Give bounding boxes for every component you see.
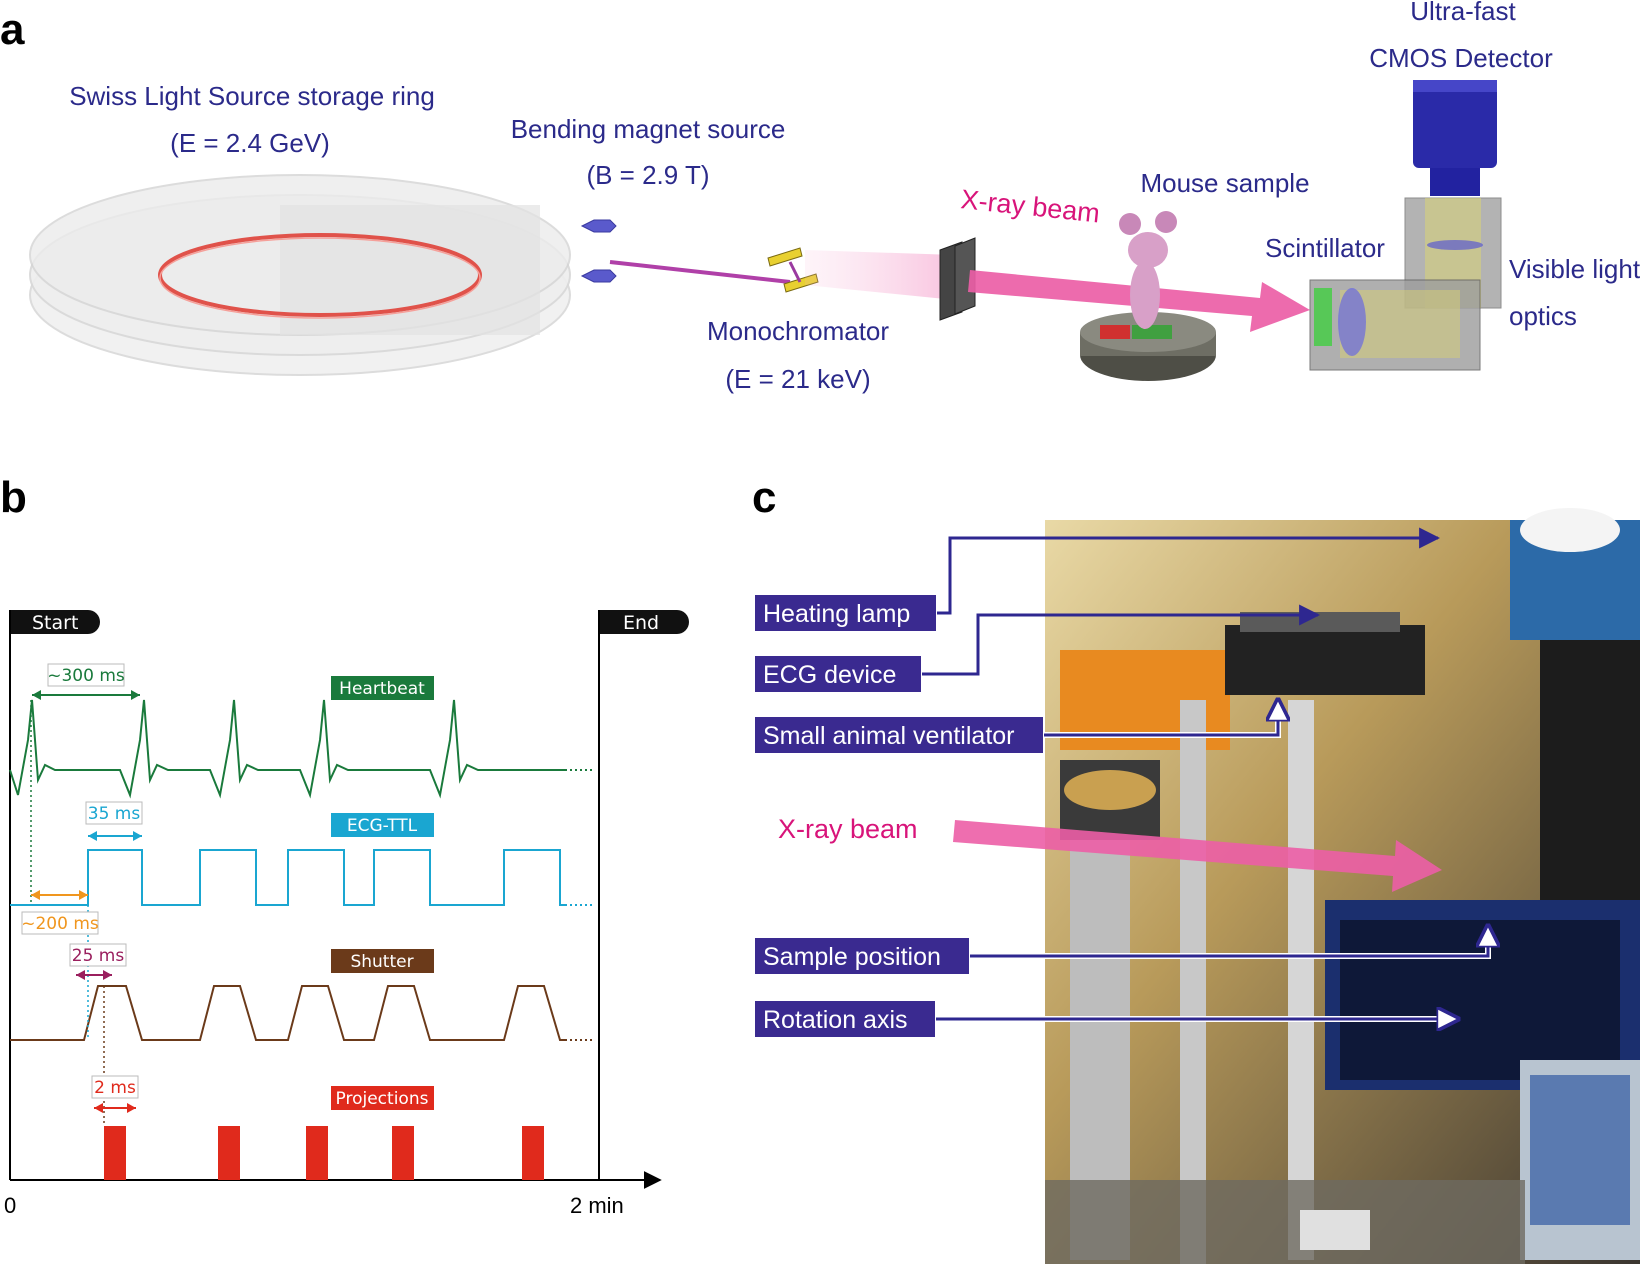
bending-magnet-icon bbox=[580, 219, 791, 284]
heartbeat-trace bbox=[9, 699, 565, 799]
detector-label-line1: Ultra-fast bbox=[1410, 0, 1516, 26]
shutter-label: Shutter bbox=[350, 952, 413, 972]
anno-2ms-box bbox=[91, 1075, 139, 1099]
projection-bar bbox=[306, 1126, 328, 1180]
anno-25ms: 25 ms bbox=[72, 946, 125, 966]
panel-a-letter: a bbox=[0, 5, 25, 54]
detector-label-line2: CMOS Detector bbox=[1369, 43, 1553, 73]
monochromator-energy: (E = 21 keV) bbox=[725, 364, 870, 394]
xray-beam-arrow-c bbox=[953, 820, 1442, 892]
panel-b-letter: b bbox=[0, 473, 27, 522]
panel-b: b Start End 0 2 min Heartbeat ECG-TTL Sh… bbox=[0, 473, 689, 1218]
panel-c-letter: c bbox=[752, 473, 776, 522]
projection-bar bbox=[104, 1126, 126, 1180]
anno-25ms-heads bbox=[76, 970, 112, 980]
visible-light-line1: Visible light bbox=[1509, 254, 1641, 284]
x-axis-end-label: 2 min bbox=[570, 1193, 624, 1218]
ecg-trace bbox=[10, 849, 565, 906]
ecg-device-leader bbox=[922, 604, 1321, 676]
end-marker: End bbox=[598, 610, 689, 1180]
bending-magnet-title: Bending magnet source bbox=[511, 114, 786, 144]
anno-25ms-box bbox=[69, 943, 127, 967]
setup-photo bbox=[1045, 508, 1640, 1264]
ecg-tag bbox=[331, 813, 434, 837]
sample-position-label: Sample position bbox=[763, 943, 941, 971]
sample-position-tag bbox=[753, 936, 971, 976]
mouse-sample-label: Mouse sample bbox=[1140, 168, 1309, 198]
anno-300ms-box bbox=[47, 663, 125, 687]
detector-assembly bbox=[1309, 80, 1502, 371]
storage-ring-illustration bbox=[29, 174, 571, 376]
ventilator-leader bbox=[1044, 700, 1278, 737]
rotation-axis-label: Rotation axis bbox=[763, 1006, 908, 1034]
ventilator-label: Small animal ventilator bbox=[763, 722, 1015, 750]
anno-200ms-box bbox=[21, 911, 99, 935]
ecg-label: ECG-TTL bbox=[347, 816, 418, 836]
xray-beam-label-a: X-ray beam bbox=[959, 184, 1101, 228]
bending-magnet-field: (B = 2.9 T) bbox=[586, 160, 709, 190]
heating-lamp-tag bbox=[753, 593, 938, 633]
anno-2ms: 2 ms bbox=[94, 1078, 136, 1098]
panel-a: a bbox=[0, 0, 1641, 394]
projections-label: Projections bbox=[336, 1089, 429, 1109]
anno-200ms: ~200 ms bbox=[21, 914, 99, 934]
anno-35ms-box bbox=[85, 801, 143, 825]
start-label: Start bbox=[32, 612, 78, 634]
heating-lamp-leader bbox=[937, 527, 1441, 615]
end-label: End bbox=[623, 612, 659, 634]
visible-light-line2: optics bbox=[1509, 301, 1577, 331]
projection-bar bbox=[522, 1126, 544, 1180]
xray-beam-label-c: X-ray beam bbox=[778, 814, 918, 844]
anno-2ms-heads bbox=[94, 1103, 136, 1113]
projections-tag bbox=[331, 1086, 434, 1110]
anno-35ms: 35 ms bbox=[88, 804, 141, 824]
start-marker: Start bbox=[9, 610, 100, 1180]
projection-bar bbox=[218, 1126, 240, 1180]
shutter-trace bbox=[10, 985, 565, 1041]
storage-ring-title: Swiss Light Source storage ring bbox=[69, 81, 435, 111]
sample-position-leader bbox=[970, 926, 1488, 958]
shutter-tag bbox=[331, 949, 434, 973]
rotation-axis-tag bbox=[753, 999, 937, 1039]
mouse-icon bbox=[1080, 211, 1216, 381]
projection-bar bbox=[392, 1126, 414, 1180]
heating-lamp-label: Heating lamp bbox=[763, 600, 910, 628]
divergent-beam bbox=[805, 250, 955, 300]
heartbeat-label: Heartbeat bbox=[339, 679, 425, 699]
storage-ring-energy: (E = 2.4 GeV) bbox=[170, 128, 330, 158]
scintillator-label: Scintillator bbox=[1265, 233, 1385, 263]
ecg-device-label: ECG device bbox=[763, 661, 896, 689]
slit-icon bbox=[939, 237, 976, 321]
panel-c: c Heating lamp ECG device bbox=[752, 473, 1640, 1264]
anno-300ms: ~300 ms bbox=[47, 666, 125, 686]
monochromator-title: Monochromator bbox=[707, 316, 889, 346]
heartbeat-tag bbox=[331, 676, 434, 700]
x-axis-start-label: 0 bbox=[4, 1193, 16, 1218]
